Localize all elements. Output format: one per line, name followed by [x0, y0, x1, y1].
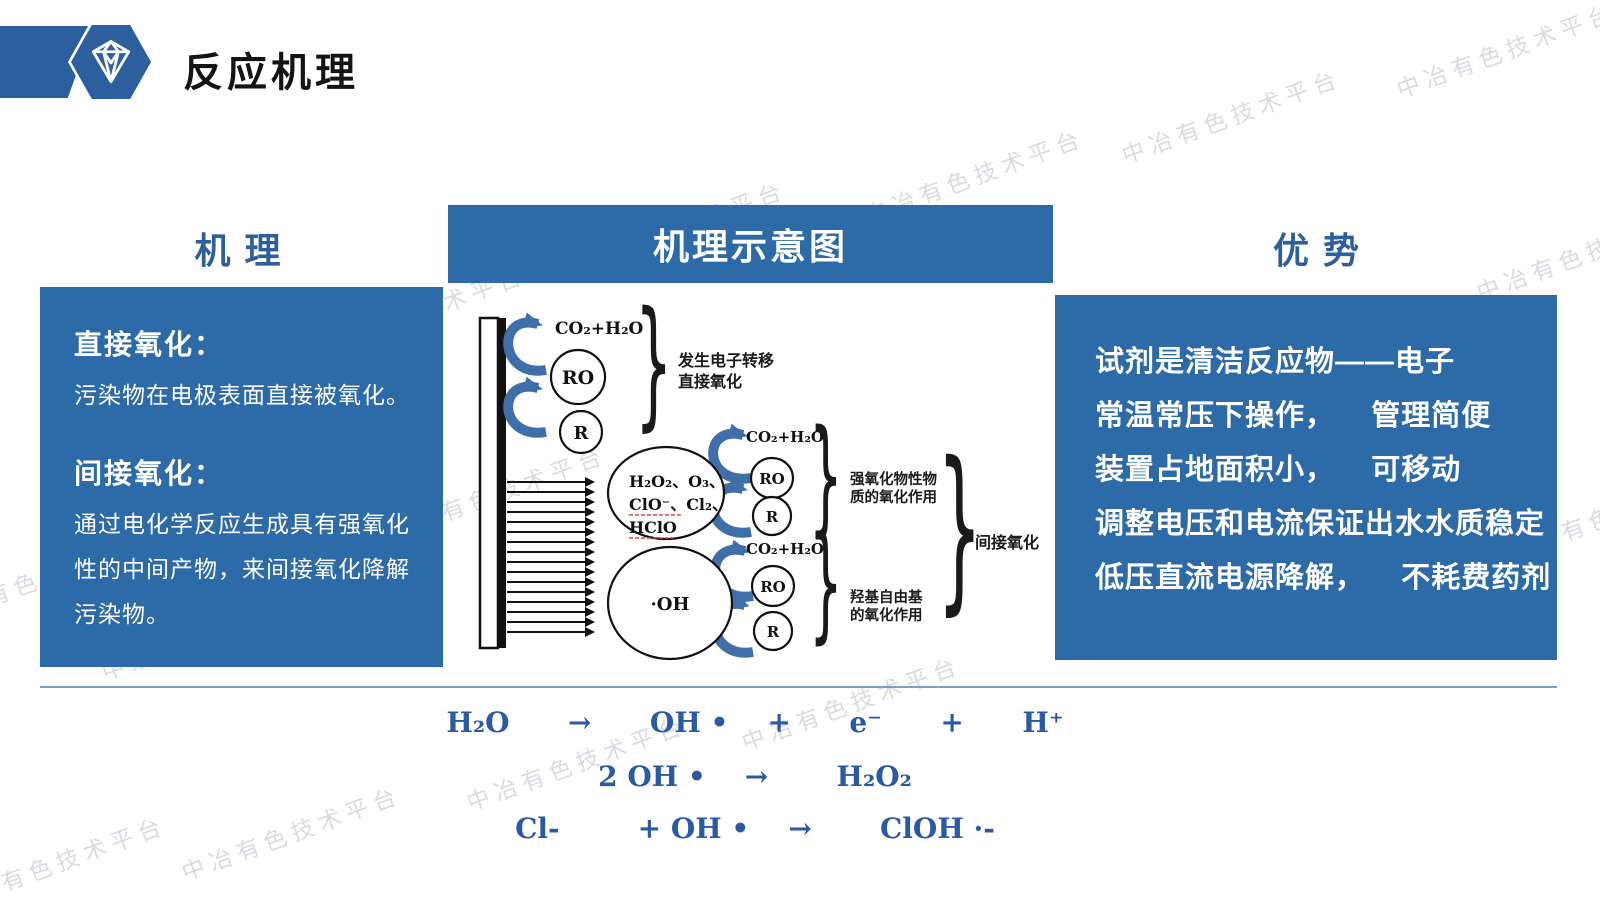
- co2-h2o-label: CO₂+H₂O: [555, 319, 644, 339]
- direct-label-line1: 发生电子转移: [677, 351, 774, 370]
- indirect-brace: }: [937, 424, 982, 631]
- oxidants-circle: [606, 445, 726, 541]
- r-circle: [558, 409, 604, 455]
- ro-label: RO: [760, 578, 786, 596]
- watermark: 中冶有色技术平台: [1118, 64, 1346, 169]
- direct-oxidation-heading: 直接氧化：: [74, 329, 225, 360]
- hydroxyl-circle: [606, 545, 734, 661]
- oxidants-line3: HClO: [629, 518, 677, 537]
- advantages-box: 试剂是清洁反应物——电子 常温常压下操作， 管理简便 装置占地面积小， 可移动 …: [1055, 295, 1557, 660]
- equation-peroxide-formation: 2 OH • → H₂O₂: [598, 760, 912, 793]
- ro-label: RO: [759, 470, 785, 488]
- indirect-oxidation-heading: 间接氧化：: [74, 458, 225, 489]
- r-label: R: [767, 623, 780, 641]
- direct-brace: }: [635, 282, 672, 445]
- watermark: 中冶有色技术平台: [1473, 201, 1600, 306]
- hydroxyl-label: ·OH: [651, 594, 690, 615]
- advantage-line: 试剂是清洁反应物——电子: [1095, 346, 1456, 378]
- watermark: 中冶有色技术平台: [0, 811, 171, 899]
- spacer: [74, 418, 425, 452]
- equation-water-oxidation: H₂O → OH • + e⁻ + H⁺: [446, 706, 1064, 739]
- strong-oxidant-label-line2: 质的氧化作用: [850, 488, 937, 506]
- advantage-line: 低压直流电源降解， 不耗费药剂: [1095, 562, 1552, 594]
- ro-circle: [549, 348, 607, 406]
- radical-label-line2: 的氧化作用: [850, 606, 923, 624]
- ro-circle: [750, 564, 796, 608]
- advantage-line: 调整电压和电流保证出水水质稳定: [1095, 508, 1546, 540]
- gem-icon: [91, 40, 131, 83]
- r-circle: [752, 610, 794, 652]
- oxidants-line1: H₂O₂、O₃、: [629, 472, 725, 491]
- co2-h2o-label: CO₂+H₂O: [746, 428, 824, 446]
- strong-oxidant-brace: }: [809, 402, 843, 549]
- direct-label-line2: 直接氧化: [678, 372, 742, 391]
- strong-oxidant-label-line1: 强氧化物性物: [850, 470, 937, 488]
- indirect-oxidation-body: 通过电化学反应生成具有强氧化性的中间产物，来间接氧化降解污染物。: [74, 512, 410, 627]
- page-title: 反应机理: [183, 51, 359, 95]
- schematic-column-title: 机理示意图: [652, 226, 848, 267]
- radical-brace: }: [809, 509, 843, 656]
- schematic-header-bar: 机理示意图: [448, 205, 1053, 283]
- r-label: R: [574, 423, 590, 444]
- mechanism-column-title: 机 理: [194, 230, 283, 271]
- advantage-line: 常温常压下操作， 管理简便: [1095, 400, 1492, 432]
- watermark: 中冶有色技术平台: [178, 781, 406, 886]
- equation-chloride-reaction: Cl- + OH • → ClOH ·-: [515, 812, 995, 845]
- r-circle: [751, 495, 793, 537]
- indirect-oxidation-label: 间接氧化: [975, 533, 1039, 552]
- r-label: R: [766, 508, 779, 526]
- watermark: 中冶有色技术平台: [1393, 0, 1600, 103]
- gem-hexagon-logo-icon: [71, 25, 151, 99]
- mechanism-schematic-diagram: CO₂+H₂O RO R } 发生电子转移 直接氧化 H₂O₂、O₃、 ClO⁻…: [478, 282, 1039, 661]
- mechanism-box: 直接氧化： 污染物在电极表面直接被氧化。 间接氧化： 通过电化学反应生成具有强氧…: [40, 287, 443, 667]
- radical-label-line1: 羟基自由基: [850, 588, 923, 606]
- oxidants-line2: ClO⁻、Cl₂、: [629, 495, 728, 514]
- co2-h2o-label: CO₂+H₂O: [746, 540, 824, 558]
- advantages-column-title: 优 势: [1272, 230, 1361, 271]
- electrode-bar: [478, 316, 506, 650]
- advantage-line: 装置占地面积小， 可移动: [1095, 454, 1462, 486]
- direct-oxidation-body: 污染物在电极表面直接被氧化。: [74, 383, 410, 408]
- electron-flow-arrows: [507, 477, 595, 637]
- section-divider: [40, 686, 1557, 688]
- ro-label: RO: [562, 367, 594, 389]
